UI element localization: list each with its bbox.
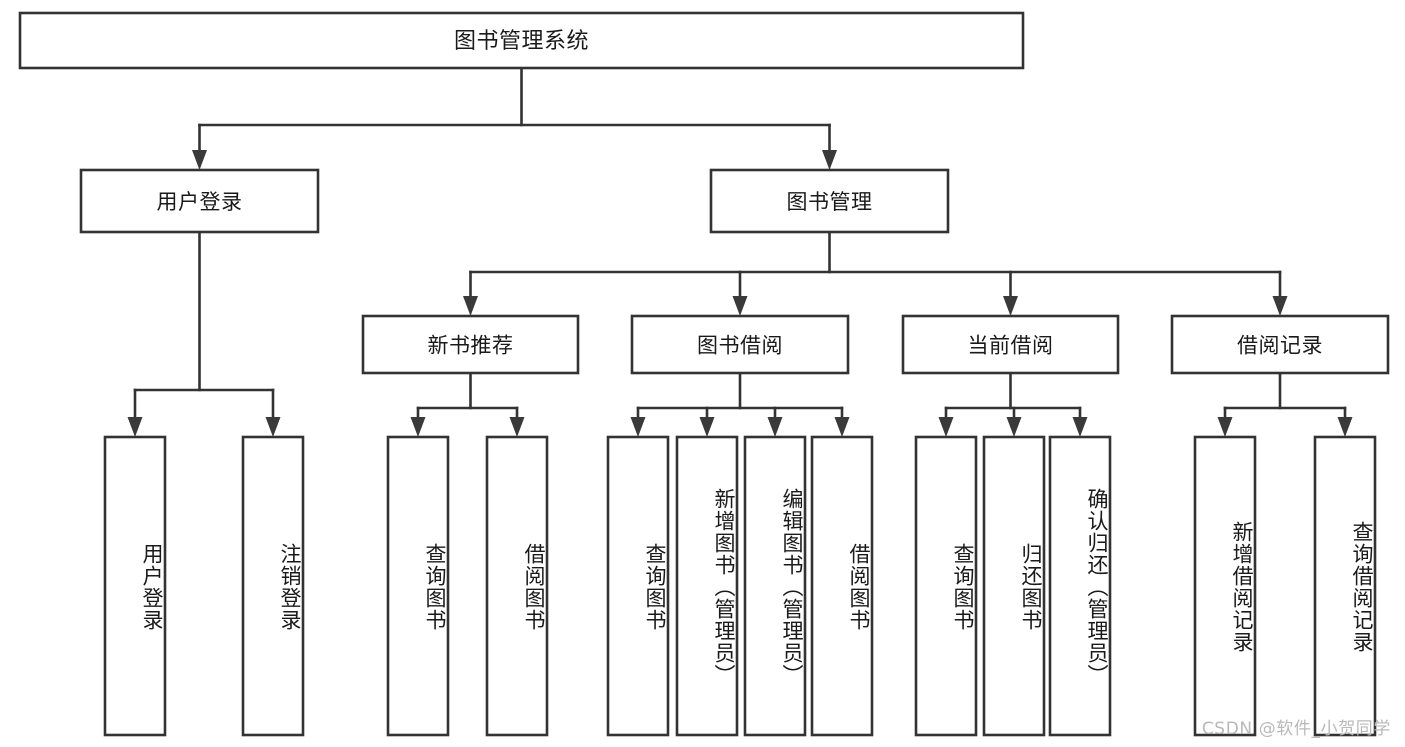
user-login-arrow-1: [265, 417, 281, 437]
node-label-new-book-rec: 新书推荐: [428, 334, 514, 358]
book-manage-arrow-1: [732, 296, 748, 316]
node-box-leaf-borrow-book-rec[interactable]: [485, 435, 549, 737]
node-label-book-borrow: 图书借阅: [697, 334, 783, 358]
user-login-arrow-0: [127, 417, 143, 437]
node-box-book-borrow[interactable]: [630, 314, 850, 375]
node-box-leaf-query-book-rec[interactable]: [386, 435, 450, 737]
node-box-leaf-borrow-book[interactable]: [810, 435, 874, 737]
book-manage-arrow-2: [1003, 296, 1018, 316]
book-borrow-arrow-0: [630, 417, 646, 437]
node-label-book-manage: 图书管理: [787, 190, 873, 214]
node-box-leaf-edit-book[interactable]: [743, 435, 807, 737]
node-box-borrow-record[interactable]: [1170, 314, 1390, 375]
book-manage-arrow-0: [463, 296, 478, 316]
node-box-leaf-query-record[interactable]: [1313, 435, 1377, 737]
node-label-borrow-record: 借阅记录: [1237, 334, 1323, 358]
book-borrow-arrow-2: [767, 417, 783, 437]
new-book-rec-arrow-0: [410, 417, 426, 437]
node-box-leaf-return-book[interactable]: [982, 435, 1046, 737]
node-box-leaf-user-login[interactable]: [103, 435, 167, 737]
node-box-root[interactable]: [18, 11, 1025, 70]
root-arrow-1: [822, 150, 837, 170]
connector-layer: [127, 66, 1353, 437]
current-borrow-arrow-2: [1072, 417, 1088, 437]
borrow-record-arrow-1: [1337, 417, 1353, 437]
current-borrow-arrow-0: [938, 417, 954, 437]
node-label-current-borrow: 当前借阅: [968, 334, 1054, 358]
node-box-leaf-query-book-borrow[interactable]: [606, 435, 670, 737]
node-box-leaf-logout[interactable]: [241, 435, 305, 737]
root-arrow-0: [192, 150, 207, 170]
node-box-book-manage[interactable]: [709, 168, 950, 234]
node-box-leaf-add-record[interactable]: [1193, 435, 1257, 737]
node-box-layer: [18, 11, 1390, 737]
borrow-record-arrow-0: [1217, 417, 1233, 437]
node-box-leaf-add-book[interactable]: [675, 435, 739, 737]
node-box-leaf-confirm-return[interactable]: [1048, 435, 1112, 737]
node-box-current-borrow[interactable]: [901, 314, 1120, 375]
node-label-user-login: 用户登录: [157, 190, 243, 214]
node-box-user-login[interactable]: [79, 168, 320, 234]
book-manage-arrow-3: [1272, 296, 1288, 316]
book-borrow-arrow-1: [699, 417, 715, 437]
current-borrow-arrow-1: [1006, 417, 1022, 437]
node-label-root: 图书管理系统: [454, 29, 589, 54]
node-box-leaf-query-book-current[interactable]: [914, 435, 978, 737]
csdn-watermark: CSDN @软件_小贺同学: [1201, 719, 1391, 739]
book-borrow-arrow-3: [834, 417, 850, 437]
node-box-new-book-rec[interactable]: [361, 314, 580, 375]
new-book-rec-arrow-1: [509, 417, 525, 437]
